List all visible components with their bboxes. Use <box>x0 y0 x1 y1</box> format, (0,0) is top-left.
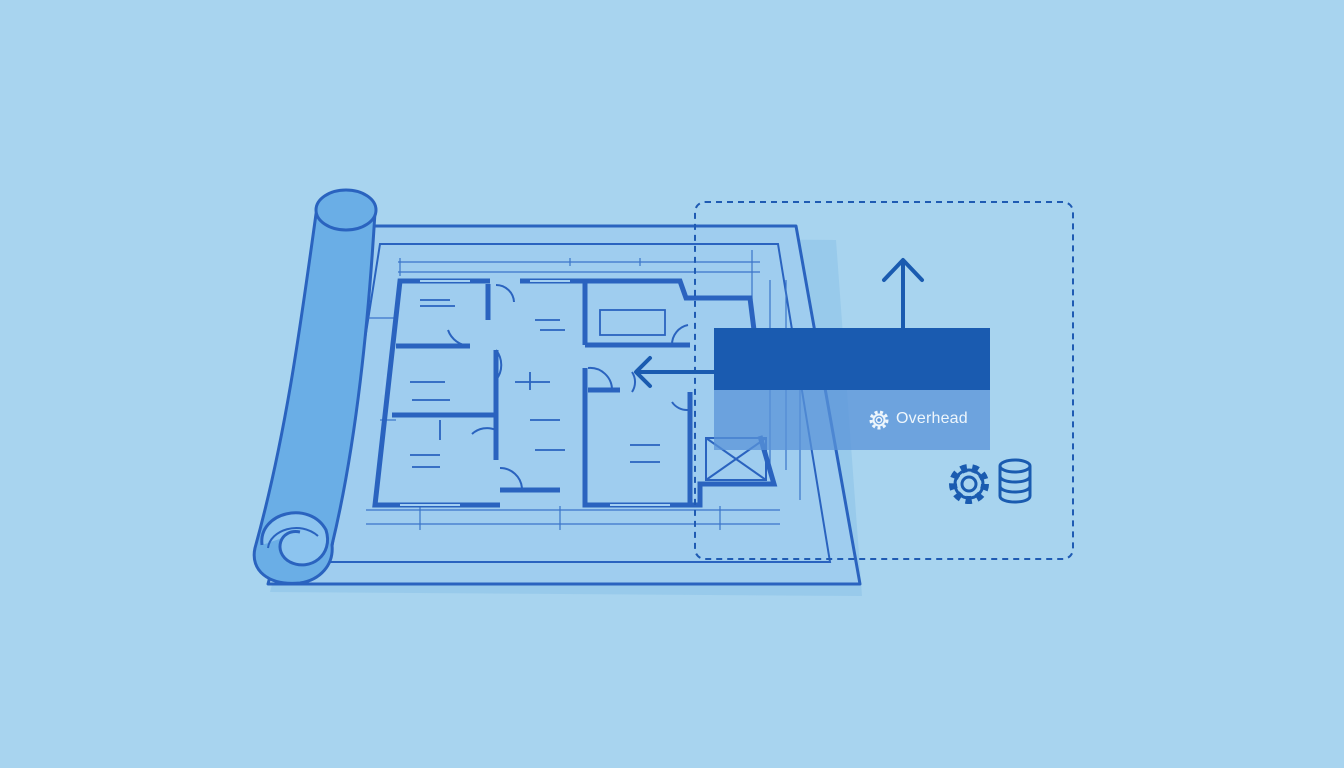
panel-header <box>714 328 990 390</box>
gear-icon <box>869 410 889 430</box>
selection-region <box>694 201 1074 560</box>
windows <box>382 280 670 506</box>
database-icon <box>998 458 1032 504</box>
arrow-left-icon <box>634 356 716 388</box>
door-swings <box>447 283 689 489</box>
blueprint-roll <box>252 188 378 585</box>
cabinet <box>599 309 666 336</box>
overhead-label: Overhead <box>896 410 968 427</box>
gear-icon <box>949 464 989 504</box>
panel-light-band <box>714 390 990 450</box>
arrow-up-icon <box>882 258 924 330</box>
room-details <box>410 299 660 468</box>
